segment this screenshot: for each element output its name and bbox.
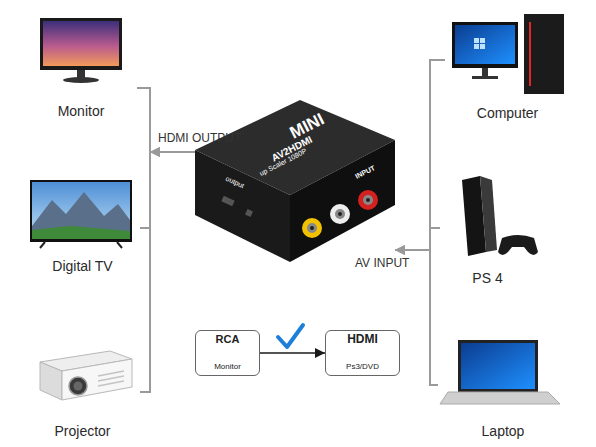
arrow-head [150, 147, 160, 157]
projector-device: Projector [25, 338, 140, 440]
projector-front [62, 359, 132, 400]
connector-line [140, 152, 195, 392]
projector-vent [98, 376, 124, 381]
rca-jack-pin [310, 226, 314, 230]
pc-monitor-screen [455, 25, 515, 64]
node-label: Projector [54, 423, 110, 440]
computer-device: Computer [445, 10, 570, 122]
pc-tower-light [529, 22, 531, 86]
rca-jack-core [335, 209, 345, 219]
windows-logo [474, 38, 479, 43]
arrow-head [315, 348, 325, 358]
node-label: Monitor [214, 363, 241, 372]
connector [137, 88, 195, 157]
monitor-bezel [40, 18, 122, 70]
arrow-head [395, 245, 405, 255]
edge-label: AV INPUT [355, 256, 409, 270]
monitor-device: Monitor [25, 12, 137, 120]
rca-jack-yellow [302, 218, 322, 238]
node-label: output [225, 175, 246, 190]
edge-label: HDMI OUTPUT [158, 131, 241, 145]
node-label: Laptop [482, 423, 525, 440]
node-label: INPUT [354, 164, 376, 180]
connector [395, 60, 445, 255]
projector-lens [69, 377, 87, 395]
pc-monitor-bezel [452, 22, 518, 68]
tv-bezel [30, 180, 132, 242]
laptop-screen [461, 343, 535, 389]
check-mark [278, 325, 303, 347]
tv-foot [40, 242, 45, 248]
arrow-head [395, 245, 405, 255]
monitor-screen [43, 21, 119, 66]
switch [245, 209, 253, 217]
connector [260, 348, 325, 358]
usb-port [221, 196, 234, 207]
projector-vent [98, 371, 124, 376]
arrow-head [150, 147, 160, 157]
pc-tower [524, 14, 564, 94]
converter-right-face [290, 140, 395, 262]
node-label: Digital TV [52, 258, 112, 275]
hdmi-tag: HDMI Ps3/DVD [325, 330, 400, 376]
converter-box: MINIAV2HDMIup Scaler 1080PINPUToutput [195, 100, 395, 265]
controller [498, 235, 538, 255]
rca-jack-pin [366, 198, 370, 202]
console-device: PS 4 [440, 172, 535, 287]
tv-screen [32, 182, 130, 239]
tv-mountains [32, 192, 130, 239]
monitor-base [63, 77, 99, 83]
connector [140, 147, 195, 392]
console-side [480, 176, 497, 252]
projector-side [40, 362, 62, 400]
node-label: HDMI [347, 333, 378, 346]
node-label: Monitor [58, 103, 105, 120]
connector [140, 147, 195, 228]
rca-tag: RCA Monitor [195, 330, 260, 376]
tv-device: Digital TV [25, 175, 140, 275]
tv-foot [117, 242, 122, 248]
arrow-head [395, 245, 405, 255]
node-label: RCA [216, 333, 240, 345]
rca-jack-pin [338, 212, 342, 216]
windows-logo [480, 44, 485, 49]
rca-jack-core [307, 223, 317, 233]
tv-meadow [32, 226, 130, 239]
windows-logo [480, 38, 485, 43]
rca-jack-white [330, 204, 350, 224]
laptop-device: Laptop [438, 333, 568, 440]
connector-line [395, 60, 445, 250]
laptop-base [440, 392, 560, 404]
node-label: Ps3/DVD [346, 363, 379, 372]
pc-monitor-neck [482, 68, 488, 76]
projector-vent [98, 381, 124, 386]
rca-jack-core [363, 195, 373, 205]
node-label: PS 4 [472, 270, 502, 287]
windows-logo [474, 44, 479, 49]
node-label: Computer [477, 105, 538, 122]
connector-line [395, 250, 438, 385]
pc-monitor-base [472, 76, 498, 79]
rca-jack-red [358, 190, 378, 210]
laptop-lid [458, 340, 538, 392]
arrow-head [150, 147, 160, 157]
connector-line [140, 152, 195, 228]
projector-lens-glass [74, 382, 83, 391]
